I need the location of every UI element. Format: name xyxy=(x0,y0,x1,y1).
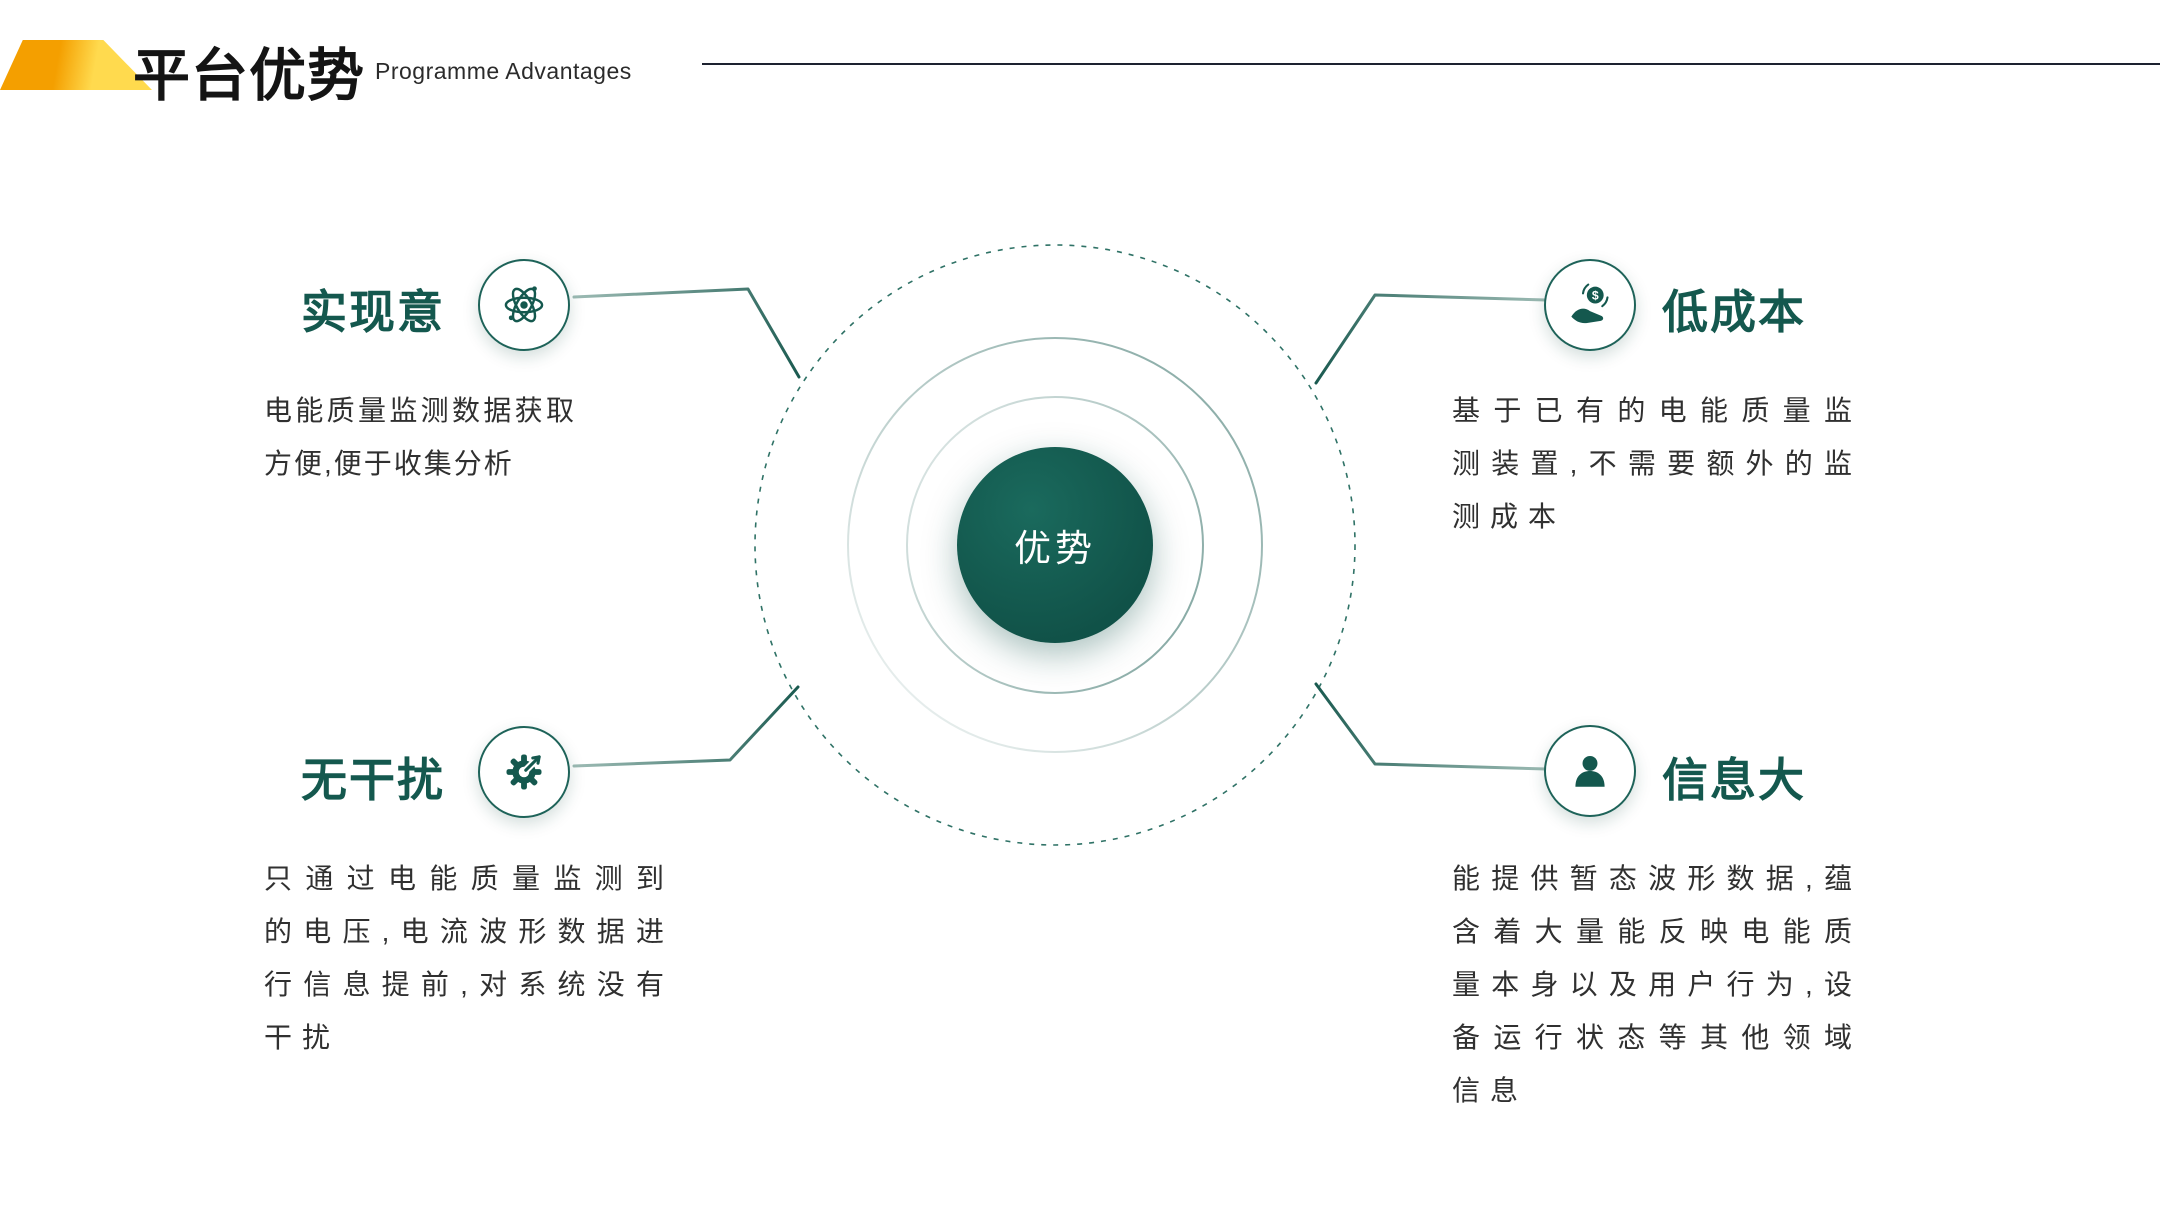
user-icon-glyph xyxy=(1575,755,1605,787)
gear-target-icon-glyph xyxy=(506,753,543,790)
connector-top-right xyxy=(1314,293,1548,385)
money-in-hand-icon-glyph: $ xyxy=(1571,283,1609,324)
connector-bottom-right xyxy=(1314,682,1548,771)
outer-dashed-ring xyxy=(754,244,1356,846)
item-title-no-interference: 无干扰 xyxy=(301,754,445,806)
atom-icon xyxy=(478,259,570,351)
page-subtitle: Programme Advantages xyxy=(375,58,632,84)
item-desc-big-information: 能提供暂态波形数据,蕴含着大量能反映电能质量本身以及用户行为,设备运行状态等其他… xyxy=(1452,863,1862,1106)
connector-bottom-left xyxy=(572,685,800,768)
item-desc-realization: 电能质量监测数据获取方便,便于收集分析 xyxy=(264,395,576,479)
user-icon xyxy=(1544,725,1636,817)
item-desc-no-interference: 只通过电能质量监测到的电压,电流波形数据进行信息提前,对系统没有干扰 xyxy=(264,863,674,1053)
inner-ring xyxy=(906,396,1204,694)
item-title-low-cost: 低成本 xyxy=(1662,286,1806,338)
page-title: 平台优势 xyxy=(133,44,365,108)
header-rule xyxy=(702,63,2160,65)
svg-text:$: $ xyxy=(1592,288,1599,302)
item-title-realization: 实现意 xyxy=(301,286,445,338)
gear-target-icon xyxy=(478,726,570,818)
item-title-big-information: 信息大 xyxy=(1662,754,1806,806)
atom-icon-glyph xyxy=(504,286,544,323)
center-circle: 优势 xyxy=(957,447,1153,643)
middle-ring xyxy=(847,337,1263,753)
item-desc-low-cost: 基于已有的电能质量监测装置,不需要额外的监测成本 xyxy=(1452,395,1862,532)
money-in-hand-icon: $ xyxy=(1544,259,1636,351)
connector-top-left xyxy=(572,287,801,379)
center-label: 优势 xyxy=(1014,528,1096,569)
